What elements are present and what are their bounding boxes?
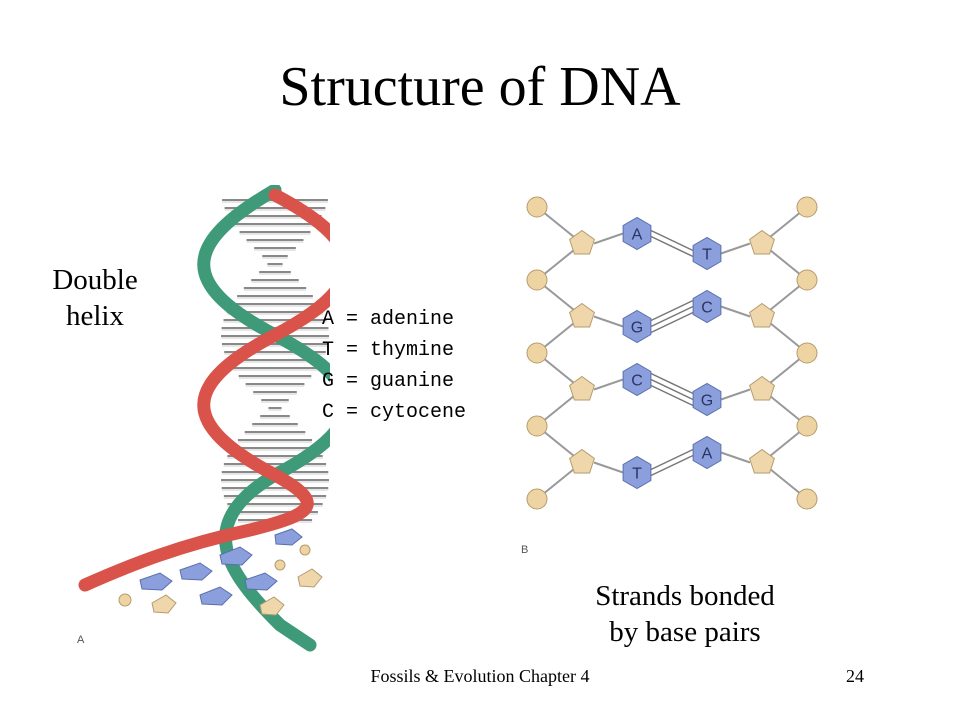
legend-cytosine: C = cytocene [322,401,467,424]
glycosidic-bond [593,378,624,391]
base-letter-left: C [631,373,643,390]
hydrogen-bond [650,378,694,401]
strands-bonded-label-line1: Strands bonded [595,580,775,612]
glycosidic-bond [720,242,751,255]
legend-guanine: G = guanine [322,370,455,393]
sugar-left [569,448,595,474]
helix-untwisted-bases [118,528,323,616]
base-pairs-illustration: A T G C C G T A [526,196,818,510]
phosphate-right [796,196,818,218]
hydrogen-bond [650,454,694,477]
sugar-left [569,229,595,255]
base-left [622,216,652,251]
sugar-right [749,302,775,328]
glycosidic-bond [593,461,624,474]
base-legend: A = adenine T = thymine G = guanine C = … [322,304,466,428]
base-letter-left: G [631,320,643,337]
base-letter-right: A [702,446,713,463]
base-pair-ladder: A T G C C G T A [526,196,818,510]
phosphate-right [796,488,818,510]
legend-thymine: T = thymine [322,339,455,362]
phosphate-right [796,415,818,437]
hydrogen-bond [650,235,694,258]
glycosidic-bond [593,232,624,245]
glycosidic-bond [720,451,751,464]
helix-strand-red [78,188,330,592]
base-right [692,382,722,417]
sugar-left [569,302,595,328]
pairs-panel-letter: B [521,544,529,556]
sugar-right [749,229,775,255]
hydrogen-bond [650,372,694,395]
base-right [692,435,722,470]
base-letter-left: T [632,466,642,483]
phosphate-left [526,488,548,510]
base-right [692,289,722,324]
phosphate-left [526,269,548,291]
legend-adenine: A = adenine [322,308,455,331]
hydrogen-bond [650,311,694,334]
sugar-right [749,448,775,474]
base-left [622,362,652,397]
slide-title: Structure of DNA [279,56,681,118]
sugar-right [749,375,775,401]
phosphate-right [796,269,818,291]
phosphate-right [796,342,818,364]
strands-bonded-label-line2: by base pairs [609,616,761,648]
slide-footer: Fossils & Evolution Chapter 4 [370,666,590,686]
hydrogen-bond [650,305,694,328]
double-helix-label-line1: Double [52,264,138,296]
hydrogen-bond [650,229,694,252]
phosphate-left [526,342,548,364]
helix-panel-letter: A [77,634,85,646]
sugar-left [569,375,595,401]
hydrogen-bond [650,448,694,471]
phosphate-left [526,196,548,218]
glycosidic-bond [720,305,751,318]
base-left [622,309,652,344]
hydrogen-bond [650,384,694,407]
base-letter-right: C [701,300,713,317]
base-right [692,236,722,271]
phosphate-left [526,415,548,437]
base-letter-left: A [632,227,643,244]
double-helix-label: Double helix [30,262,160,334]
strands-bonded-label: Strands bonded by base pairs [560,578,810,650]
page-number: 24 [846,666,864,686]
double-helix-label-line2: helix [66,300,124,332]
base-left [622,455,652,490]
glycosidic-bond [720,388,751,401]
glycosidic-bond [593,315,624,328]
base-letter-right: G [701,393,713,410]
base-letter-right: T [702,247,712,264]
double-helix-illustration [78,185,330,652]
hydrogen-bond [650,299,694,322]
